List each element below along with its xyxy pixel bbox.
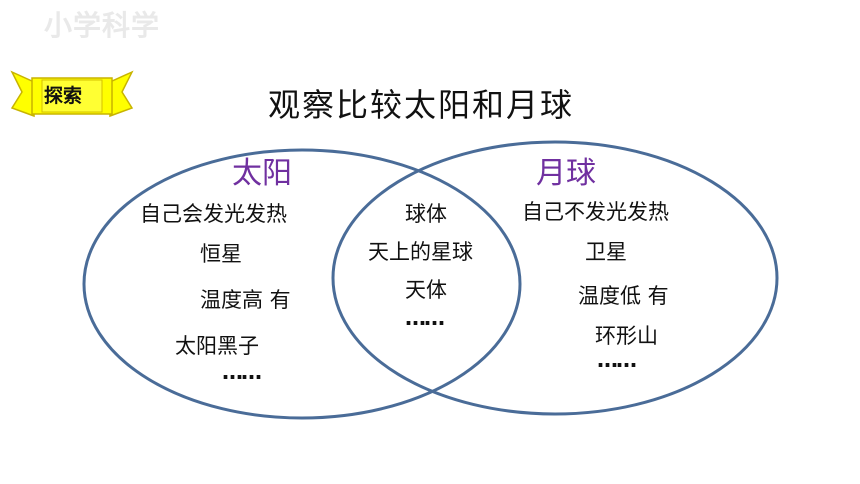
ribbon-icon: [10, 70, 134, 118]
moon-item: 温度低 有: [578, 284, 669, 308]
sun-item: 太阳黑子: [175, 334, 259, 358]
sun-title: 太阳: [232, 156, 292, 191]
sun-item: 恒星: [200, 242, 242, 266]
moon-item: 环形山: [595, 324, 658, 348]
sun-item: 自己会发光发热: [140, 202, 287, 226]
moon-item: 卫星: [585, 240, 627, 264]
sun-circle: [82, 148, 522, 420]
page-title: 观察比较太阳和月球: [268, 86, 575, 124]
common-item: 天上的星球: [368, 240, 473, 264]
sun-item: ……: [222, 360, 262, 384]
explore-badge: 探索: [10, 68, 134, 120]
moon-item: ……: [597, 348, 637, 372]
moon-circle: [331, 140, 779, 416]
common-item: 天体: [405, 278, 447, 302]
moon-item: 自己不发光发热: [522, 200, 669, 224]
watermark: 小学科学: [44, 9, 161, 42]
common-item: 球体: [405, 202, 447, 226]
sun-item: 温度高 有: [200, 288, 291, 312]
common-item: ……: [405, 306, 445, 330]
badge-label: 探索: [44, 85, 83, 107]
moon-title: 月球: [536, 156, 596, 191]
